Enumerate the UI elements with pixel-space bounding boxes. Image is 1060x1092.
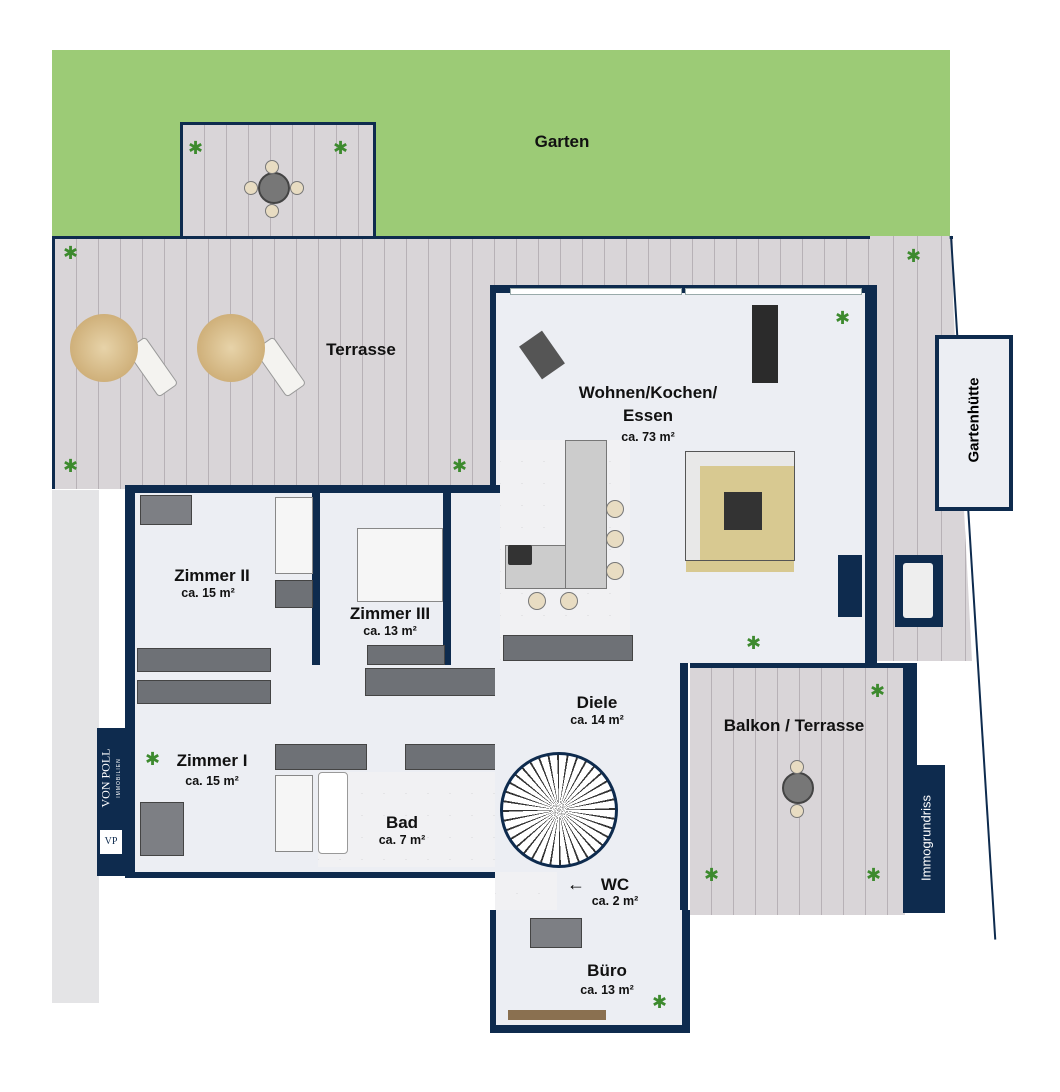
plant-icon: ✱ [452,456,468,476]
double-bed [357,528,443,602]
room-area: ca. 13 m² [363,624,417,638]
room-name: Büro [587,961,627,980]
room-name: Zimmer III [349,604,431,623]
wall [865,285,877,663]
wardrobe [365,668,499,696]
plant-icon: ✱ [63,243,79,263]
kitchen-counter [565,440,607,589]
logo-main: VON POLL [98,748,113,808]
terrace-label: Terrasse [326,340,396,359]
bathtub [318,772,348,854]
sofa [685,451,795,561]
wall [312,490,320,665]
wall [443,490,451,665]
umbrella-icon [70,314,138,382]
plant-icon: ✱ [870,681,886,701]
plant-icon: ✱ [652,992,668,1012]
chair [290,181,304,195]
window [510,288,682,295]
wall [125,872,495,878]
bed [275,497,313,574]
bed [275,775,313,852]
chair [244,181,258,195]
plant-icon: ✱ [145,749,161,769]
room-name: Diele [576,693,618,712]
shed-label: Gartenhütte [965,377,983,463]
plant-icon: ✱ [746,633,762,653]
garden-shed [935,335,1013,511]
wardrobe [137,680,271,704]
wardrobe [367,645,445,665]
chair [265,160,279,174]
logo-mark: VP [100,830,122,854]
wardrobe [137,648,271,672]
plant-icon: ✱ [63,456,79,476]
chair [790,804,804,818]
plant-icon: ✱ [906,246,922,266]
balcony [690,663,905,915]
plant-icon: ✱ [333,138,349,158]
stove-icon [508,545,532,565]
room-area: ca. 14 m² [570,713,624,727]
bar-stool [606,562,624,580]
room-area: ca. 15 m² [185,774,239,788]
plant-icon: ✱ [866,865,882,885]
bar-stool [606,500,624,518]
room-area: ca. 2 m² [591,894,639,908]
shelf [508,1010,606,1020]
spiral-staircase [500,752,618,868]
credit-bar [905,765,945,913]
room-area: ca. 73 m² [621,430,675,444]
fireplace [838,555,862,617]
bar-stool [560,592,578,610]
bar-stool [606,530,624,548]
room-area: ca. 13 m² [580,983,634,997]
plant-icon: ✱ [188,138,204,158]
room-name: Zimmer II [174,566,250,585]
side-path [52,490,99,1003]
bar-stool [528,592,546,610]
plant-icon: ✱ [704,865,720,885]
wardrobe [275,744,367,770]
wardrobe [275,580,313,608]
room-area: ca. 7 m² [378,833,426,847]
arrow-icon: ← [567,874,585,894]
window [685,288,862,295]
desk [140,495,192,525]
room-name: Essen [622,406,674,425]
garden-label: Garten [534,132,590,151]
room-name: Bad [385,813,419,832]
wall [680,663,688,913]
washer-icon [903,563,933,618]
credit-label: Immogrundriss [918,795,934,881]
chair [265,204,279,218]
wc-room [495,872,557,910]
room-name: Zimmer I [176,751,248,770]
desk [140,802,184,856]
chair [790,760,804,774]
balcony-label: Balkon / Terrasse [723,716,865,735]
room-area: ca. 15 m² [181,586,235,600]
balcony-table [782,772,814,804]
terrace-table [258,172,290,204]
dining-table [752,305,778,383]
room-name: Wohnen/Kochen/ [578,383,718,402]
umbrella-icon [197,314,265,382]
logo-sub: IMMOBILIEN [116,758,122,798]
wardrobe [405,744,497,770]
desk [530,918,582,948]
kitchen-cabinets [503,635,633,661]
coffee-table [724,492,762,530]
room-name: WC [600,875,630,894]
plant-icon: ✱ [835,308,851,328]
